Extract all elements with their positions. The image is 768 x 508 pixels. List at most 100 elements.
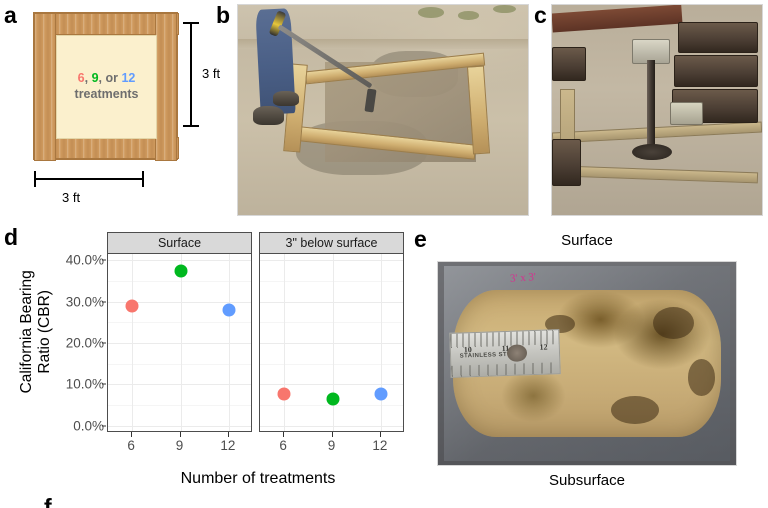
gridline-major-vertical [132, 254, 134, 431]
y-tick-mark [102, 342, 106, 344]
panel-f-letter: f [44, 494, 52, 508]
panel-d-cbr-chart: d California Bearing Ratio (CBR) 0.0%10.… [0, 222, 420, 508]
gridline-minor-horizontal [108, 405, 251, 407]
gridline-major-horizontal [260, 384, 403, 386]
treatment-separator-2: , or [98, 71, 122, 86]
y-tick-label: 10.0% [65, 376, 104, 392]
y-tick-label: 20.0% [65, 335, 104, 351]
gridline-minor-horizontal [108, 280, 251, 282]
frame-plank-right [155, 13, 177, 161]
gridline-minor-horizontal [260, 280, 403, 282]
chart-y-tick-labels: 0.0% 10.0% 20.0% 30.0% 40.0% [18, 232, 106, 434]
treatment-separator-1: , [84, 71, 92, 86]
dimension-line-vertical [190, 22, 192, 127]
gridline-major-horizontal [260, 260, 403, 262]
gridline-major-vertical [332, 254, 334, 431]
ruler-scale: 10 11 12 STAINLESS STEEL [449, 329, 561, 378]
frame-treatment-label-line2: treatments [74, 87, 139, 101]
data-point [277, 387, 291, 400]
y-tick-mark [102, 425, 106, 427]
gridline-minor-horizontal [260, 363, 403, 365]
treatment-count-6: 6 [77, 71, 85, 86]
frame-plank-top [34, 13, 179, 35]
data-point [174, 264, 187, 278]
bag-marker-annotation: 3' x 3' [509, 271, 536, 286]
x-tick-mark [131, 432, 133, 437]
facet-strip-label: 3" below surface [259, 232, 404, 254]
gridline-major-horizontal [260, 301, 403, 303]
y-tick-mark [102, 383, 106, 385]
gridline-major-vertical [284, 254, 286, 431]
x-tick-row: 6 9 12 [107, 432, 252, 462]
gridline-major-horizontal [108, 384, 251, 386]
dimension-label-height: 3 ft [202, 66, 221, 81]
gridline-major-horizontal [108, 260, 251, 262]
frame-plank-bottom [34, 137, 179, 159]
wooden-frame-diagram: 6, 9, or 12 treatments [33, 12, 179, 161]
y-tick-mark [102, 301, 106, 303]
gridline-major-vertical [228, 254, 230, 431]
y-tick-mark [102, 259, 106, 261]
treatment-count-9: 9 [91, 71, 99, 86]
panel-e-caption-surface: Surface [561, 232, 613, 249]
x-tick-label: 6 [279, 438, 287, 453]
x-tick-mark [179, 432, 181, 437]
dimension-cap-right [142, 171, 144, 187]
data-point [374, 387, 388, 401]
x-tick-label: 12 [220, 438, 236, 453]
frame-treatment-label-line1: 6, 9, or 12 [78, 71, 136, 87]
dimension-cap-left [34, 171, 36, 187]
chart-facet-container: Surface 6 9 12 3" below surface 6 9 12 [107, 232, 407, 453]
x-tick-label: 9 [175, 438, 184, 453]
x-tick-mark [331, 432, 333, 437]
panel-e-caption-subsurface: Subsurface [549, 472, 625, 489]
data-point [326, 392, 339, 406]
gridline-minor-horizontal [260, 322, 403, 324]
chart-x-axis-label: Number of treatments [180, 470, 336, 487]
panel-c-letter: c [534, 2, 547, 28]
panel-e-photo-soil-core: 3' x 3' 10 11 12 STAINLESS STEEL [437, 261, 737, 466]
gridline-major-vertical [180, 254, 182, 431]
y-tick-label: 0.0% [73, 418, 104, 434]
x-tick-label: 6 [127, 438, 135, 453]
gridline-major-horizontal [108, 343, 251, 344]
panel-d-letter: d [4, 224, 19, 250]
frame-interior-soil: 6, 9, or 12 treatments [56, 35, 157, 139]
chart-facet-1: Surface 6 9 12 [107, 232, 252, 453]
gridline-major-vertical [380, 254, 382, 431]
x-tick-mark [283, 432, 285, 437]
dimension-label-width: 3 ft [62, 190, 81, 205]
x-tick-mark [227, 432, 229, 437]
facet-plot-area [107, 254, 252, 432]
ruler-mark-12: 12 [539, 342, 548, 352]
panel-c-photo-cbr-apparatus [551, 4, 763, 216]
y-tick-label: 40.0% [65, 252, 104, 268]
gridline-minor-horizontal [260, 405, 403, 407]
frame-plank-left [34, 13, 56, 161]
x-tick-mark [379, 432, 381, 437]
panel-e-letter: e [414, 226, 427, 252]
ruler-hole [506, 344, 527, 362]
panel-a: a 6, 9, or 12 treatments 3 ft 3 ft [0, 0, 220, 220]
dimension-line-horizontal [34, 178, 144, 180]
panel-a-letter: a [4, 2, 17, 28]
treatment-count-12: 12 [121, 71, 136, 86]
gridline-major-horizontal [108, 425, 251, 427]
gridline-minor-horizontal [108, 322, 251, 324]
gridline-minor-horizontal [108, 363, 251, 365]
x-tick-row: 6 9 12 [259, 432, 404, 462]
facet-strip-label: Surface [107, 232, 252, 254]
gridline-major-horizontal [260, 425, 403, 427]
panel-b-letter: b [216, 2, 231, 28]
panel-b-photo-field-plot [237, 4, 529, 216]
x-tick-label: 12 [372, 438, 388, 453]
dimension-cap-bottom [183, 125, 199, 127]
data-point [222, 303, 236, 317]
y-tick-label: 30.0% [65, 294, 104, 310]
facet-plot-area [259, 254, 404, 432]
x-tick-label: 9 [327, 438, 336, 453]
dimension-cap-top [183, 22, 199, 24]
chart-facet-2: 3" below surface 6 9 12 [259, 232, 404, 453]
gridline-major-horizontal [260, 343, 403, 344]
